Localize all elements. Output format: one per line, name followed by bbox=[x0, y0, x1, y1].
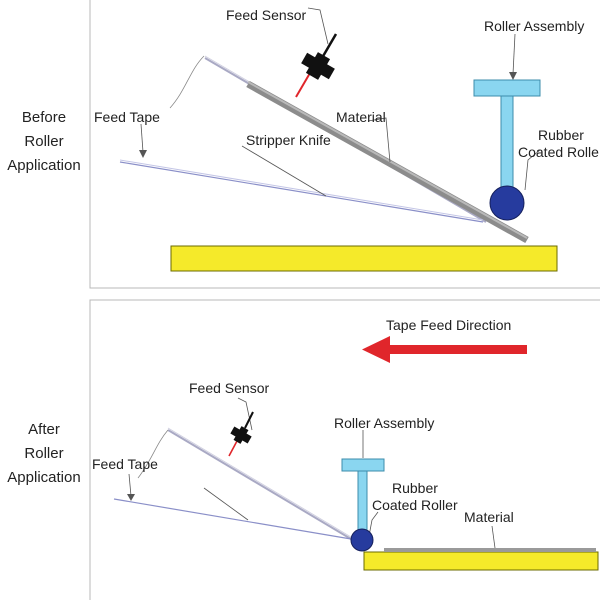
roller-assembly-leader-arrow bbox=[509, 72, 517, 80]
rubber-coated-roller-label-line1: Rubber bbox=[392, 480, 438, 496]
material-strip bbox=[384, 548, 596, 552]
break-mark bbox=[137, 429, 169, 479]
sensor-beam bbox=[228, 440, 238, 457]
break-mark bbox=[169, 55, 205, 109]
tape-feed-direction-label: Tape Feed Direction bbox=[386, 317, 511, 333]
material-bar bbox=[246, 80, 529, 244]
material-label: Material bbox=[336, 109, 386, 125]
sensor-beam bbox=[295, 72, 311, 98]
feed-tape-edge bbox=[119, 159, 484, 221]
roller-assembly-arm bbox=[500, 95, 514, 197]
sensor-neck bbox=[305, 52, 331, 80]
feed-sensor-label: Feed Sensor bbox=[226, 7, 306, 23]
stripper-knife-leader bbox=[241, 145, 327, 197]
feed-tape-leader bbox=[128, 473, 132, 497]
side-label-line: Roller bbox=[24, 133, 64, 150]
sensor-cable bbox=[244, 411, 254, 429]
rubber-coated-roller-label-line2: Coated Roller bbox=[372, 497, 458, 513]
roller-assembly-bracket bbox=[473, 79, 541, 97]
roller-assembly-label: Roller Assembly bbox=[484, 18, 584, 34]
bottom-panel-frame bbox=[89, 299, 600, 600]
stripper-knife bbox=[167, 429, 352, 540]
tape-feed-direction-arrow-icon bbox=[362, 336, 527, 363]
side-label-line: Before bbox=[21, 109, 67, 126]
feed-sensor-leader bbox=[307, 7, 329, 45]
material-label: Material bbox=[464, 509, 514, 525]
before-panel: Feed Sensor Roller Assembly Feed Tape Ma… bbox=[94, 7, 599, 272]
stripper-knife-label: Stripper Knife bbox=[246, 132, 331, 148]
sensor-neck bbox=[233, 426, 249, 444]
feed-tape bbox=[119, 161, 484, 223]
feed-tape-label: Feed Tape bbox=[92, 456, 158, 472]
material-leader bbox=[367, 117, 391, 163]
before-roller-application-label: Before Roller Application bbox=[0, 106, 88, 178]
roller-assembly-leader bbox=[512, 33, 516, 75]
side-label-line: After bbox=[28, 421, 60, 438]
feed-tape-leader-arrow bbox=[139, 150, 147, 158]
roller-leader bbox=[368, 511, 379, 537]
after-panel: Tape Feed Direction bbox=[92, 317, 599, 571]
material-leader bbox=[491, 525, 496, 549]
side-label-line: Application bbox=[7, 469, 81, 486]
sensor-cable bbox=[320, 33, 338, 59]
feed-tape-label: Feed Tape bbox=[94, 109, 160, 125]
roller-assembly-label: Roller Assembly bbox=[334, 415, 434, 431]
roller-assembly-bracket bbox=[341, 458, 385, 472]
feed-tape-leader-arrow bbox=[127, 494, 135, 501]
rubber-coated-roller bbox=[489, 185, 525, 221]
roller-assembly-arm bbox=[357, 470, 368, 532]
arrow-shaft bbox=[386, 345, 527, 354]
rubber-coated-roller-label-line2: Coated Rolle bbox=[518, 144, 599, 160]
after-roller-application-label: After Roller Application bbox=[0, 418, 88, 490]
rubber-coated-roller-label-line1: Rubber bbox=[538, 127, 584, 143]
feed-sensor-leader bbox=[237, 397, 253, 431]
feed-sensor-icon bbox=[295, 33, 338, 98]
arrow-head bbox=[362, 336, 390, 363]
base-plate bbox=[363, 551, 599, 571]
feed-tape-leader bbox=[140, 123, 144, 153]
roller-leader bbox=[524, 149, 541, 191]
side-label-line: Roller bbox=[24, 445, 64, 462]
material-highlight bbox=[247, 81, 528, 239]
base-plate bbox=[170, 245, 558, 272]
top-panel-frame bbox=[89, 0, 600, 289]
stripper-knife-leader bbox=[203, 487, 249, 521]
rubber-coated-roller bbox=[350, 528, 374, 552]
feed-sensor-icon bbox=[228, 411, 254, 457]
feed-sensor-label: Feed Sensor bbox=[189, 380, 269, 396]
stripper-knife-edge bbox=[167, 427, 352, 538]
feed-tape bbox=[113, 498, 352, 540]
side-label-line: Application bbox=[7, 157, 81, 174]
